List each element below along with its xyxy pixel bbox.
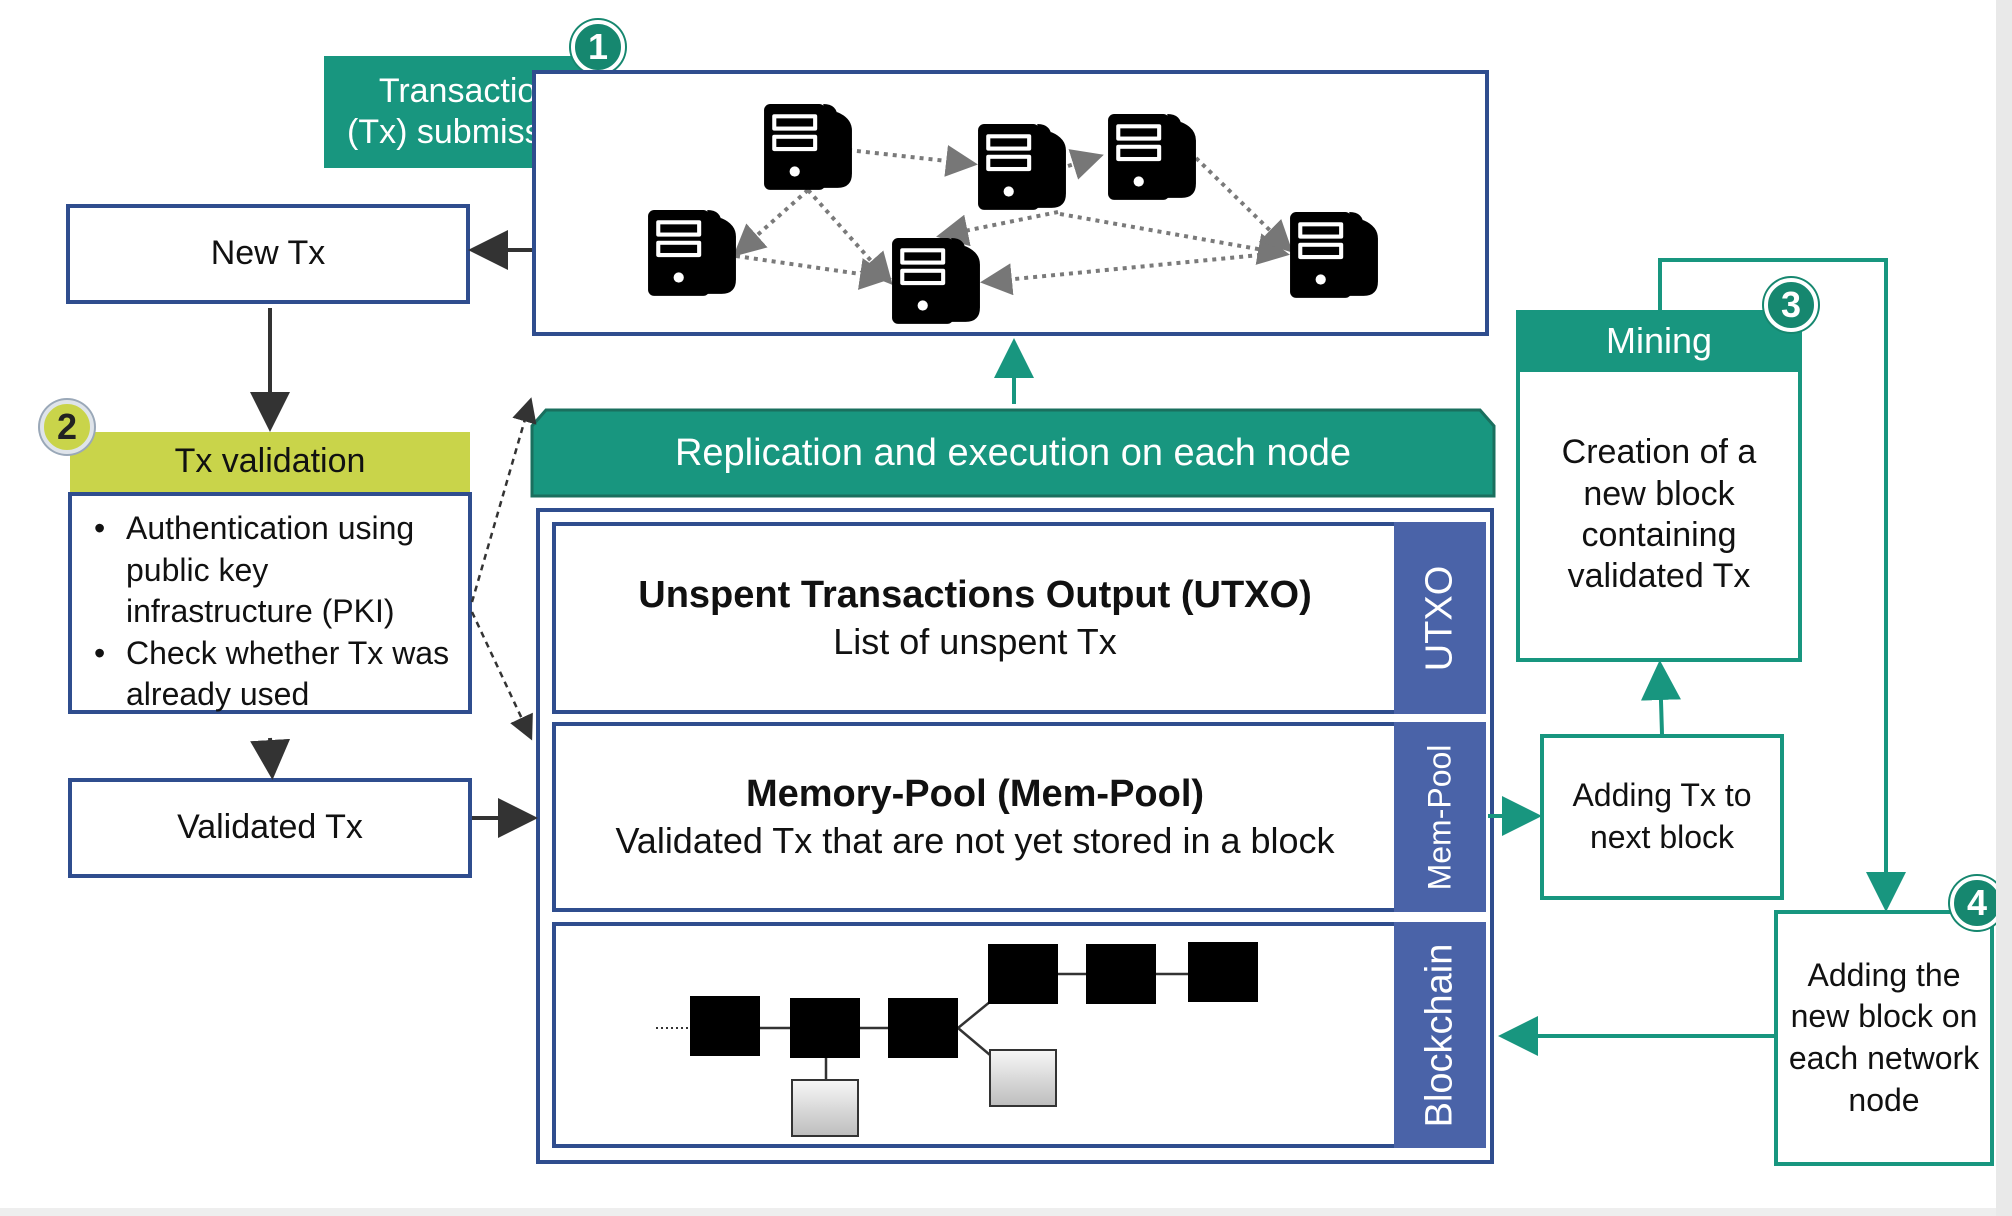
utxo-title: Unspent Transactions Output (UTXO): [638, 573, 1312, 616]
step-1-badge: 1: [571, 20, 625, 74]
validation-dashed-arrows: [470, 397, 537, 741]
step-3-badge: 3: [1764, 278, 1818, 332]
block-icon: [888, 998, 958, 1058]
server-icon: [1290, 212, 1378, 298]
server-icon: [1108, 114, 1196, 200]
mining-flow-arrows: [994, 258, 1906, 1056]
server-icon: [648, 210, 736, 296]
mempool-tab: Mem-Pool: [1394, 722, 1486, 912]
utxo-layer: Unspent Transactions Output (UTXO) List …: [552, 522, 1398, 714]
mining-header: Mining: [1516, 310, 1802, 372]
server-icon: [764, 104, 852, 190]
criterion-double-spend: Check whether Tx was already used: [94, 633, 460, 716]
page-scrollbar[interactable]: [1996, 0, 2012, 1216]
mining-body: Creation of a new block containing valid…: [1516, 368, 1802, 662]
validation-criteria-list: Authentication using public key infrastr…: [72, 508, 460, 716]
tx-validation-body: Authentication using public key infrastr…: [68, 492, 472, 714]
server-icon: [978, 124, 1066, 210]
replication-banner-text: Replication and execution on each node: [674, 431, 1352, 474]
utxo-subtitle: List of unspent Tx: [833, 620, 1117, 662]
tx-validation-header: Tx validation: [70, 432, 470, 492]
block-icon: [1188, 942, 1258, 1002]
block-icon: [1086, 944, 1156, 1004]
blockchain-graphic: [656, 942, 1258, 1137]
utxo-tab: UTXO: [1394, 522, 1486, 714]
mempool-layer: Memory-Pool (Mem-Pool) Validated Tx that…: [552, 722, 1398, 912]
block-icon: [790, 998, 860, 1058]
adding-tx-box: Adding Tx to next block: [1540, 734, 1784, 900]
replication-banner-shape: [530, 408, 1496, 498]
server-icon: [892, 238, 980, 324]
orphan-block-icon: [791, 1079, 859, 1137]
adding-new-block-box: Adding the new block on each network nod…: [1774, 910, 1994, 1166]
block-icon: [690, 996, 760, 1056]
step-4-badge: 4: [1950, 876, 2004, 930]
criterion-pki: Authentication using public key infrastr…: [94, 508, 460, 633]
orphan-block-icon: [989, 1049, 1057, 1107]
new-tx-box: New Tx: [66, 204, 470, 304]
step-2-badge: 2: [40, 400, 94, 454]
block-icon: [988, 944, 1058, 1004]
blockchain-tab: Blockchain: [1394, 922, 1486, 1148]
page-bottom-strip: [0, 1208, 1996, 1216]
flow-arrows: [250, 230, 538, 838]
mempool-subtitle: Validated Tx that are not yet stored in …: [615, 819, 1335, 861]
network-links: [733, 145, 1293, 296]
mempool-title: Memory-Pool (Mem-Pool): [745, 772, 1205, 815]
validated-tx-box: Validated Tx: [68, 778, 472, 878]
network-nodes: [648, 104, 1378, 324]
